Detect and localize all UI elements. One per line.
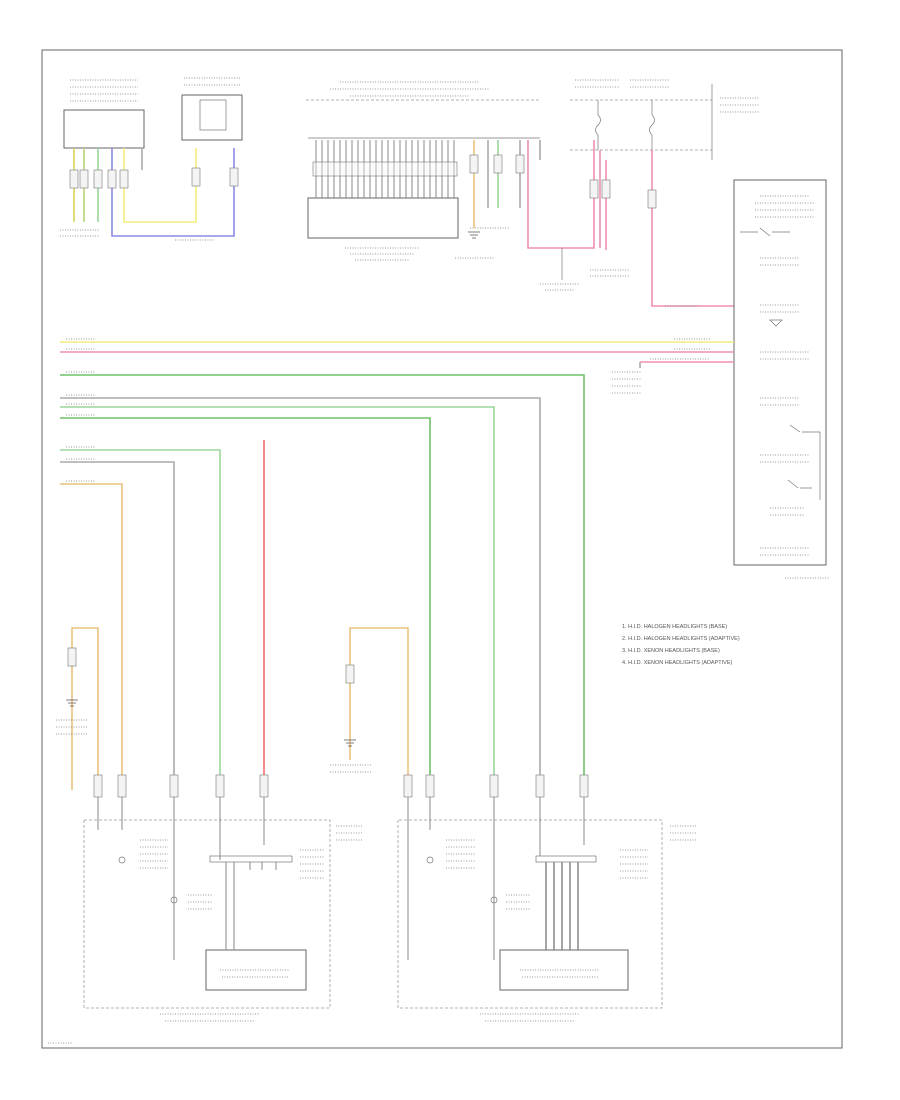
note-3: 3. H.I.D. XENON HEADLIGHTS (BASE) xyxy=(622,648,720,654)
note-2: 2. H.I.D. HALOGEN HEADLIGHTS (ADAPTIVE) xyxy=(622,636,740,642)
top-left-module xyxy=(63,79,145,149)
note-4: 4. H.I.D. XENON HEADLIGHTS (ADAPTIVE) xyxy=(622,660,732,666)
top-center-module xyxy=(306,81,540,261)
top-left-connectors xyxy=(69,167,239,189)
headlight-connectors xyxy=(93,774,589,798)
fuse-box xyxy=(570,79,760,160)
top-center-pin-connectors xyxy=(312,161,458,177)
left-headlight xyxy=(397,797,696,1022)
notes: 1. H.I.D. HALOGEN HEADLIGHTS (BASE) 2. H… xyxy=(622,624,740,666)
top-center-pins xyxy=(315,140,455,198)
note-1: 1. H.I.D. HALOGEN HEADLIGHTS (BASE) xyxy=(622,624,727,630)
right-headlight xyxy=(83,797,362,1022)
diagram-border xyxy=(41,49,843,1049)
light-switch xyxy=(733,179,830,579)
top-sensor xyxy=(181,77,243,141)
bus-wire-labels xyxy=(66,338,710,482)
bus-wires xyxy=(60,341,734,790)
